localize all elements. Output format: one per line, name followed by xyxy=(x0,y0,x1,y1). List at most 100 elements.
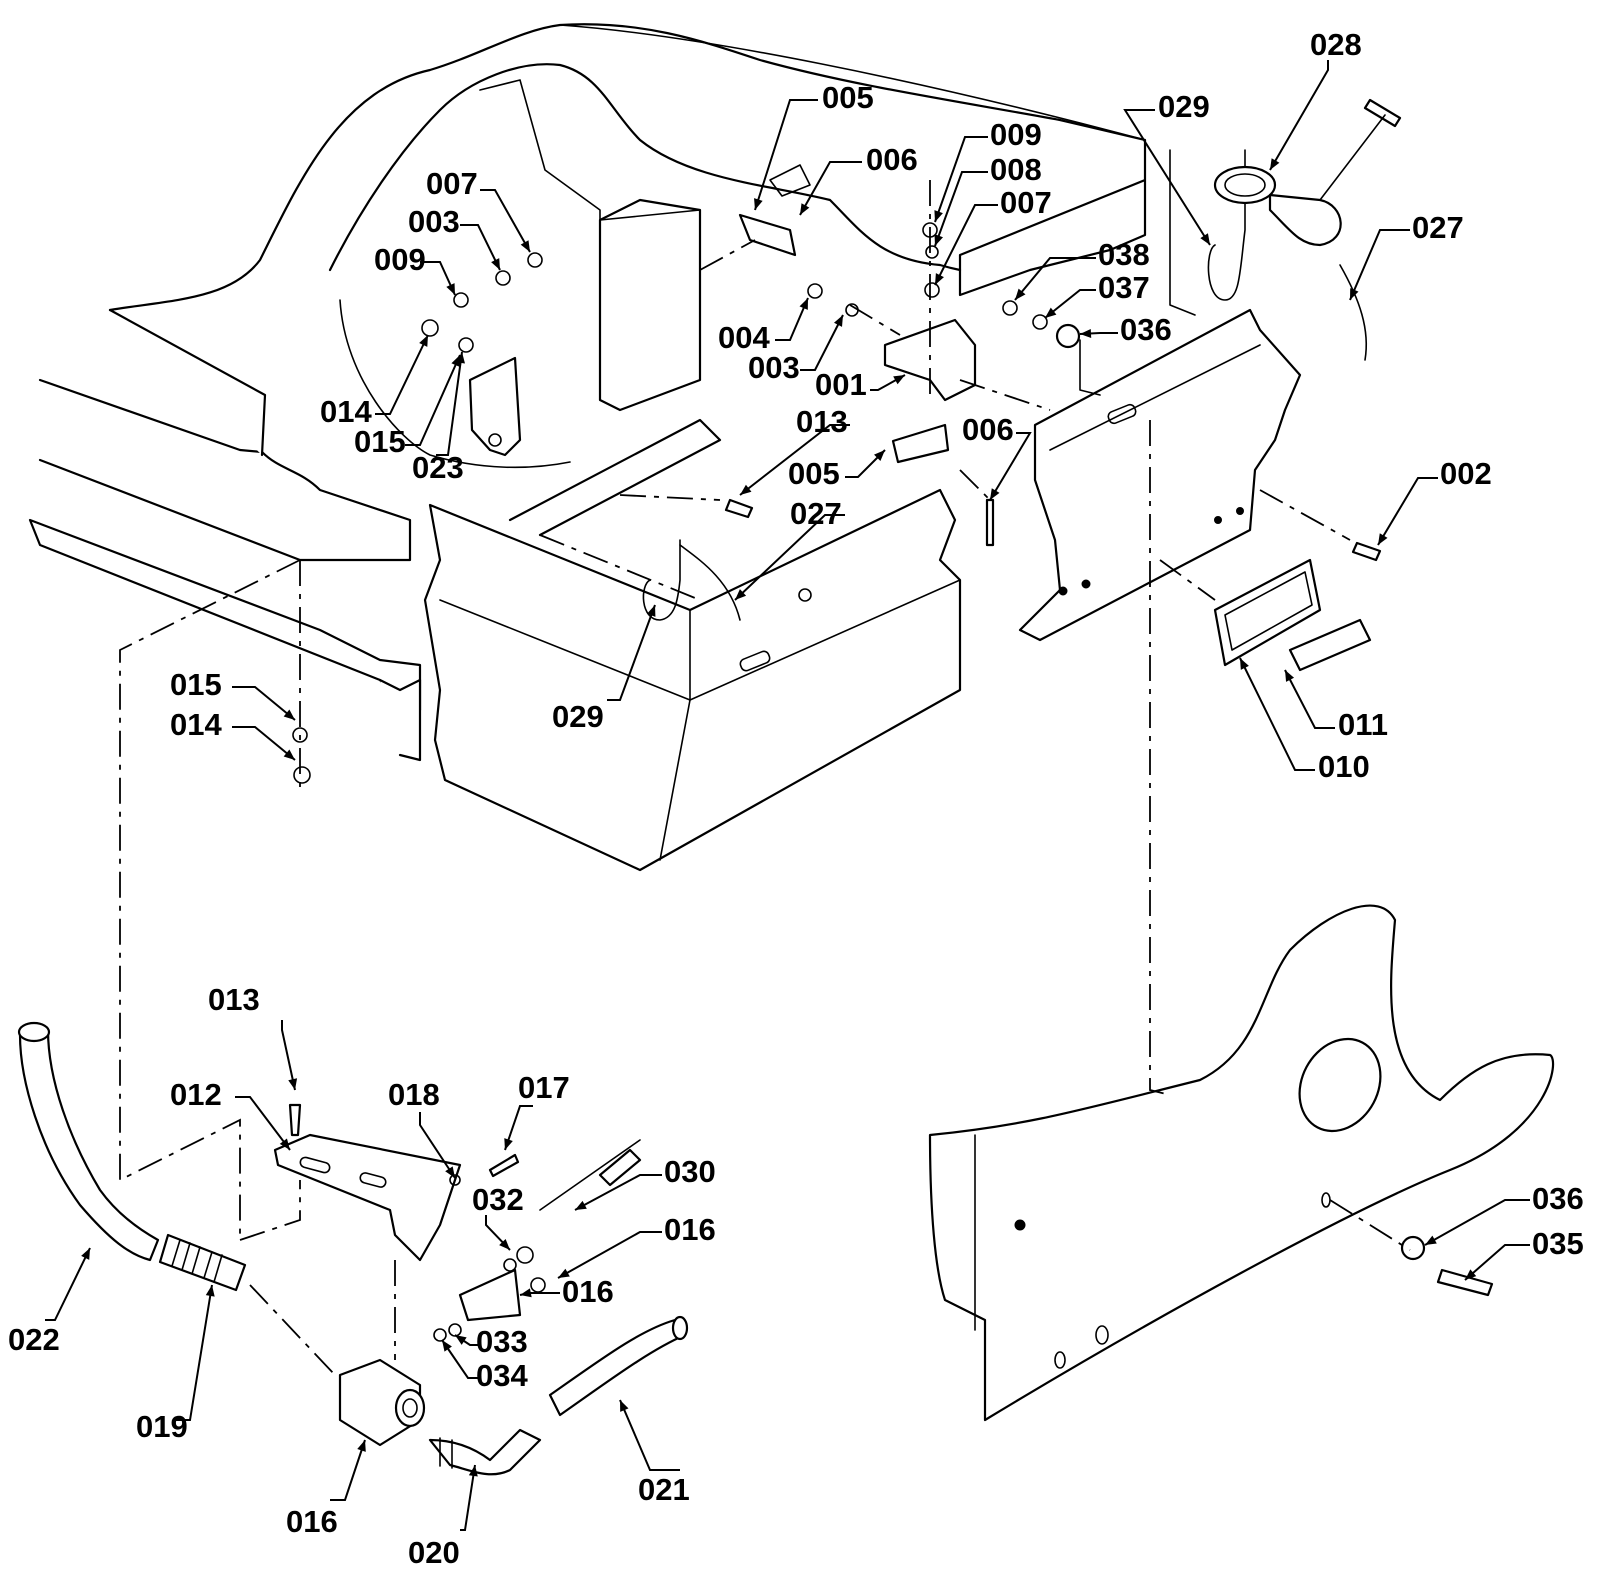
leader-arrowhead xyxy=(455,1335,467,1345)
leader-line xyxy=(460,224,501,271)
leader-arrowhead xyxy=(1200,233,1210,245)
callout-label: 012 xyxy=(170,1077,222,1112)
callout-label: 020 xyxy=(408,1535,460,1570)
leader-line xyxy=(1284,669,1335,729)
leader-arrowhead xyxy=(1080,328,1092,338)
callout-label: 034 xyxy=(476,1358,528,1393)
leader-arrowhead xyxy=(288,1078,298,1090)
assembly-lines xyxy=(119,180,1411,1376)
callout-label: 013 xyxy=(796,404,848,439)
leader-line xyxy=(330,1439,366,1501)
leader-arrowhead xyxy=(81,1248,90,1260)
leader-arrowhead xyxy=(990,488,1000,500)
callout-label: 027 xyxy=(1412,210,1464,245)
leader-arrowhead xyxy=(283,709,295,720)
callout-label: 035 xyxy=(1532,1226,1584,1261)
leader-arrowhead xyxy=(558,1268,570,1278)
callout-label: 023 xyxy=(412,450,464,485)
leader-line xyxy=(420,261,456,296)
leader-line xyxy=(557,1231,662,1279)
callout-label: 005 xyxy=(788,456,840,491)
callout-label: 014 xyxy=(170,707,222,742)
leader-arrowhead xyxy=(1285,670,1295,682)
leader-arrowhead xyxy=(1045,307,1057,318)
callout-label: 016 xyxy=(664,1212,716,1247)
leader-line xyxy=(1269,60,1329,171)
leader-line xyxy=(232,726,296,761)
callout-label: 008 xyxy=(990,152,1042,187)
leader-line xyxy=(480,189,531,253)
callout-label: 007 xyxy=(1000,185,1052,220)
leader-arrowhead xyxy=(446,283,455,295)
leader-line xyxy=(436,351,463,456)
callout-label: 032 xyxy=(472,1182,524,1217)
callout-labels: 005 006 009 008 007 029 028 027 007 003 … xyxy=(8,27,1584,1570)
leader-line xyxy=(734,514,845,601)
callout-label: 002 xyxy=(1440,456,1492,491)
leader-arrowhead xyxy=(491,258,500,270)
leader-arrowhead xyxy=(740,484,752,495)
leader-arrowhead xyxy=(575,1200,587,1210)
leader-arrowhead xyxy=(893,375,905,385)
leader-line xyxy=(460,1464,476,1531)
leader-line xyxy=(175,1284,213,1421)
leader-line xyxy=(375,334,429,415)
leader-arrowhead xyxy=(205,1285,215,1297)
leader-arrowhead xyxy=(934,210,943,222)
leader-arrowhead xyxy=(520,1288,532,1298)
leader-arrowhead xyxy=(419,335,428,347)
callout-label: 029 xyxy=(1158,89,1210,124)
leader-line xyxy=(1239,657,1315,771)
leader-line xyxy=(739,424,850,496)
callout-label: 029 xyxy=(552,699,604,734)
leader-line xyxy=(1377,477,1438,546)
leader-arrowhead xyxy=(1425,1235,1437,1245)
callout-label: 010 xyxy=(1318,749,1370,784)
leader-arrowhead xyxy=(357,1440,366,1452)
callout-label: 019 xyxy=(136,1409,188,1444)
leader-line xyxy=(845,449,886,478)
leader-line xyxy=(1014,257,1096,301)
leader-arrowhead xyxy=(1015,288,1026,300)
leader-line xyxy=(607,604,656,701)
leader-arrowhead xyxy=(800,203,810,215)
leader-line xyxy=(504,1105,533,1151)
callout-label: 016 xyxy=(286,1504,338,1539)
callout-label: 018 xyxy=(388,1077,440,1112)
leader-arrowhead xyxy=(504,1138,513,1150)
leader-arrowhead xyxy=(620,1400,629,1412)
callout-label: 027 xyxy=(790,496,842,531)
leader-arrowhead xyxy=(833,315,843,327)
housing-outline xyxy=(28,23,1302,872)
callout-label: 003 xyxy=(408,204,460,239)
callout-label: 028 xyxy=(1310,27,1362,62)
side-plate xyxy=(928,904,1555,1422)
leader-line xyxy=(775,297,809,341)
callout-label: 021 xyxy=(638,1472,690,1507)
leader-arrowhead xyxy=(456,352,465,364)
leader-line xyxy=(405,354,461,446)
leader-line xyxy=(934,204,998,286)
leader-arrowhead xyxy=(445,1166,455,1178)
leader-line xyxy=(574,1174,662,1211)
leader-arrowhead xyxy=(874,450,885,461)
callout-label: 009 xyxy=(990,117,1042,152)
leader-arrowhead xyxy=(1350,288,1359,300)
callout-label: 017 xyxy=(518,1070,570,1105)
leader-arrowhead xyxy=(499,1238,510,1250)
leader-arrowhead xyxy=(451,355,460,367)
leader-line xyxy=(754,99,818,211)
callout-label: 030 xyxy=(664,1154,716,1189)
callout-label: 004 xyxy=(718,320,770,355)
leader-line xyxy=(235,1096,291,1151)
leader-arrowhead xyxy=(799,298,808,310)
callout-label: 006 xyxy=(866,142,918,177)
leader-arrowhead xyxy=(646,605,656,617)
leader-arrowhead xyxy=(442,1340,452,1352)
callout-label: 016 xyxy=(562,1274,614,1309)
leader-arrowhead xyxy=(934,234,943,246)
callout-label: 038 xyxy=(1098,237,1150,272)
callout-label: 009 xyxy=(374,242,426,277)
